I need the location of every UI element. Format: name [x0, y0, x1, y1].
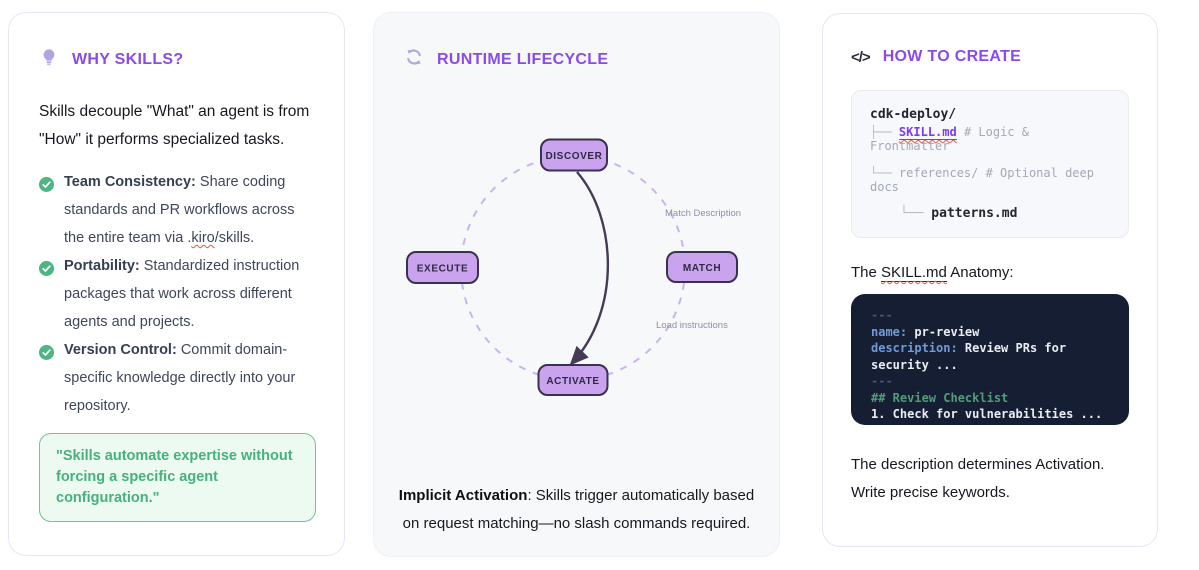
edge-label-match-description: Match Description [665, 208, 741, 219]
node-discover: DISCOVER [540, 138, 608, 172]
create-footer-text: The description determines Activation. W… [851, 456, 1105, 501]
node-match: MATCH [666, 251, 738, 283]
lifecycle-dashed-circle [460, 155, 686, 381]
why-bullet-list: Team Consistency: Share coding standards… [39, 168, 314, 420]
bullet-team-consistency: Team Consistency: Share coding standards… [39, 168, 314, 252]
svg-text:ACTIVATE: ACTIVATE [546, 376, 599, 387]
discover-to-activate-arrow [569, 171, 610, 366]
why-skills-card: WHY SKILLS? Skills decouple "What" an ag… [8, 12, 345, 556]
bullet-text: Portability: Standardized instruction pa… [64, 258, 300, 330]
code-icon: </> [851, 48, 871, 66]
frontmatter-delimiter: --- [871, 374, 893, 388]
file-tree-box: cdk-deploy/ ├── SKILL.md # Logic & Front… [851, 90, 1129, 238]
tree-root-folder: cdk-deploy/ [870, 107, 957, 122]
code-checklist-item: 1. Check for vulnerabilities ... [871, 407, 1103, 421]
refresh-icon [404, 47, 424, 72]
why-intro-text: Skills decouple "What" an agent is from … [39, 103, 310, 148]
bullet-text: Version Control: Commit domain-specific … [64, 342, 296, 414]
card-title: HOW TO CREATE [882, 48, 1022, 65]
code-heading: ## Review Checklist [871, 390, 1009, 405]
tree-row-references: └── references/ # Optional deep docs [870, 166, 1094, 194]
runtime-lifecycle-card: RUNTIME LIFECYCLE DISCOVER MATCH ACTIVAT… [373, 12, 780, 557]
svg-text:MATCH: MATCH [683, 263, 721, 274]
svg-text:DISCOVER: DISCOVER [545, 151, 602, 162]
node-activate: ACTIVATE [537, 364, 609, 396]
lifecycle-footer-text: Implicit Activation: Skills trigger auto… [398, 487, 755, 532]
tree-row-skill-md: ├── SKILL.md # Logic & Frontmatter [870, 125, 1029, 153]
node-execute: EXECUTE [406, 251, 479, 284]
svg-text:EXECUTE: EXECUTE [417, 264, 468, 275]
quote-callout: "Skills automate expertise without forci… [39, 433, 316, 522]
create-header: </> HOW TO CREATE [851, 48, 1129, 66]
card-title: WHY SKILLS? [72, 50, 184, 68]
card-title: RUNTIME LIFECYCLE [437, 50, 609, 68]
check-circle-icon [39, 174, 54, 252]
code-line-security: security ... [871, 357, 958, 372]
frontmatter-delimiter: --- [871, 308, 893, 322]
check-circle-icon [39, 258, 54, 336]
skill-md-code-block: --- name: pr-review description: Review … [851, 294, 1129, 425]
anatomy-label: The SKILL.md Anatomy: [851, 264, 1014, 282]
bullet-text: Team Consistency: Share coding standards… [64, 174, 295, 246]
how-to-create-card: </> HOW TO CREATE cdk-deploy/ ├── SKILL.… [822, 13, 1158, 547]
code-line-description: description: Review PRs for [871, 341, 1067, 355]
bullet-portability: Portability: Standardized instruction pa… [39, 252, 314, 336]
lifecycle-diagram: DISCOVER MATCH ACTIVATE EXECUTE Match De… [406, 138, 741, 396]
lifecycle-header: RUNTIME LIFECYCLE [374, 47, 779, 72]
check-circle-icon [39, 342, 54, 420]
bullet-version-control: Version Control: Commit domain-specific … [39, 336, 314, 420]
skill-md-link[interactable]: SKILL.md [898, 125, 957, 140]
lightbulb-icon [39, 47, 59, 72]
tree-row-patterns-md: └── patterns.md [900, 206, 1018, 221]
code-line-name: name: pr-review [871, 324, 980, 339]
why-skills-header: WHY SKILLS? [39, 47, 314, 72]
edge-label-load-instructions: Load instructions [656, 320, 728, 331]
